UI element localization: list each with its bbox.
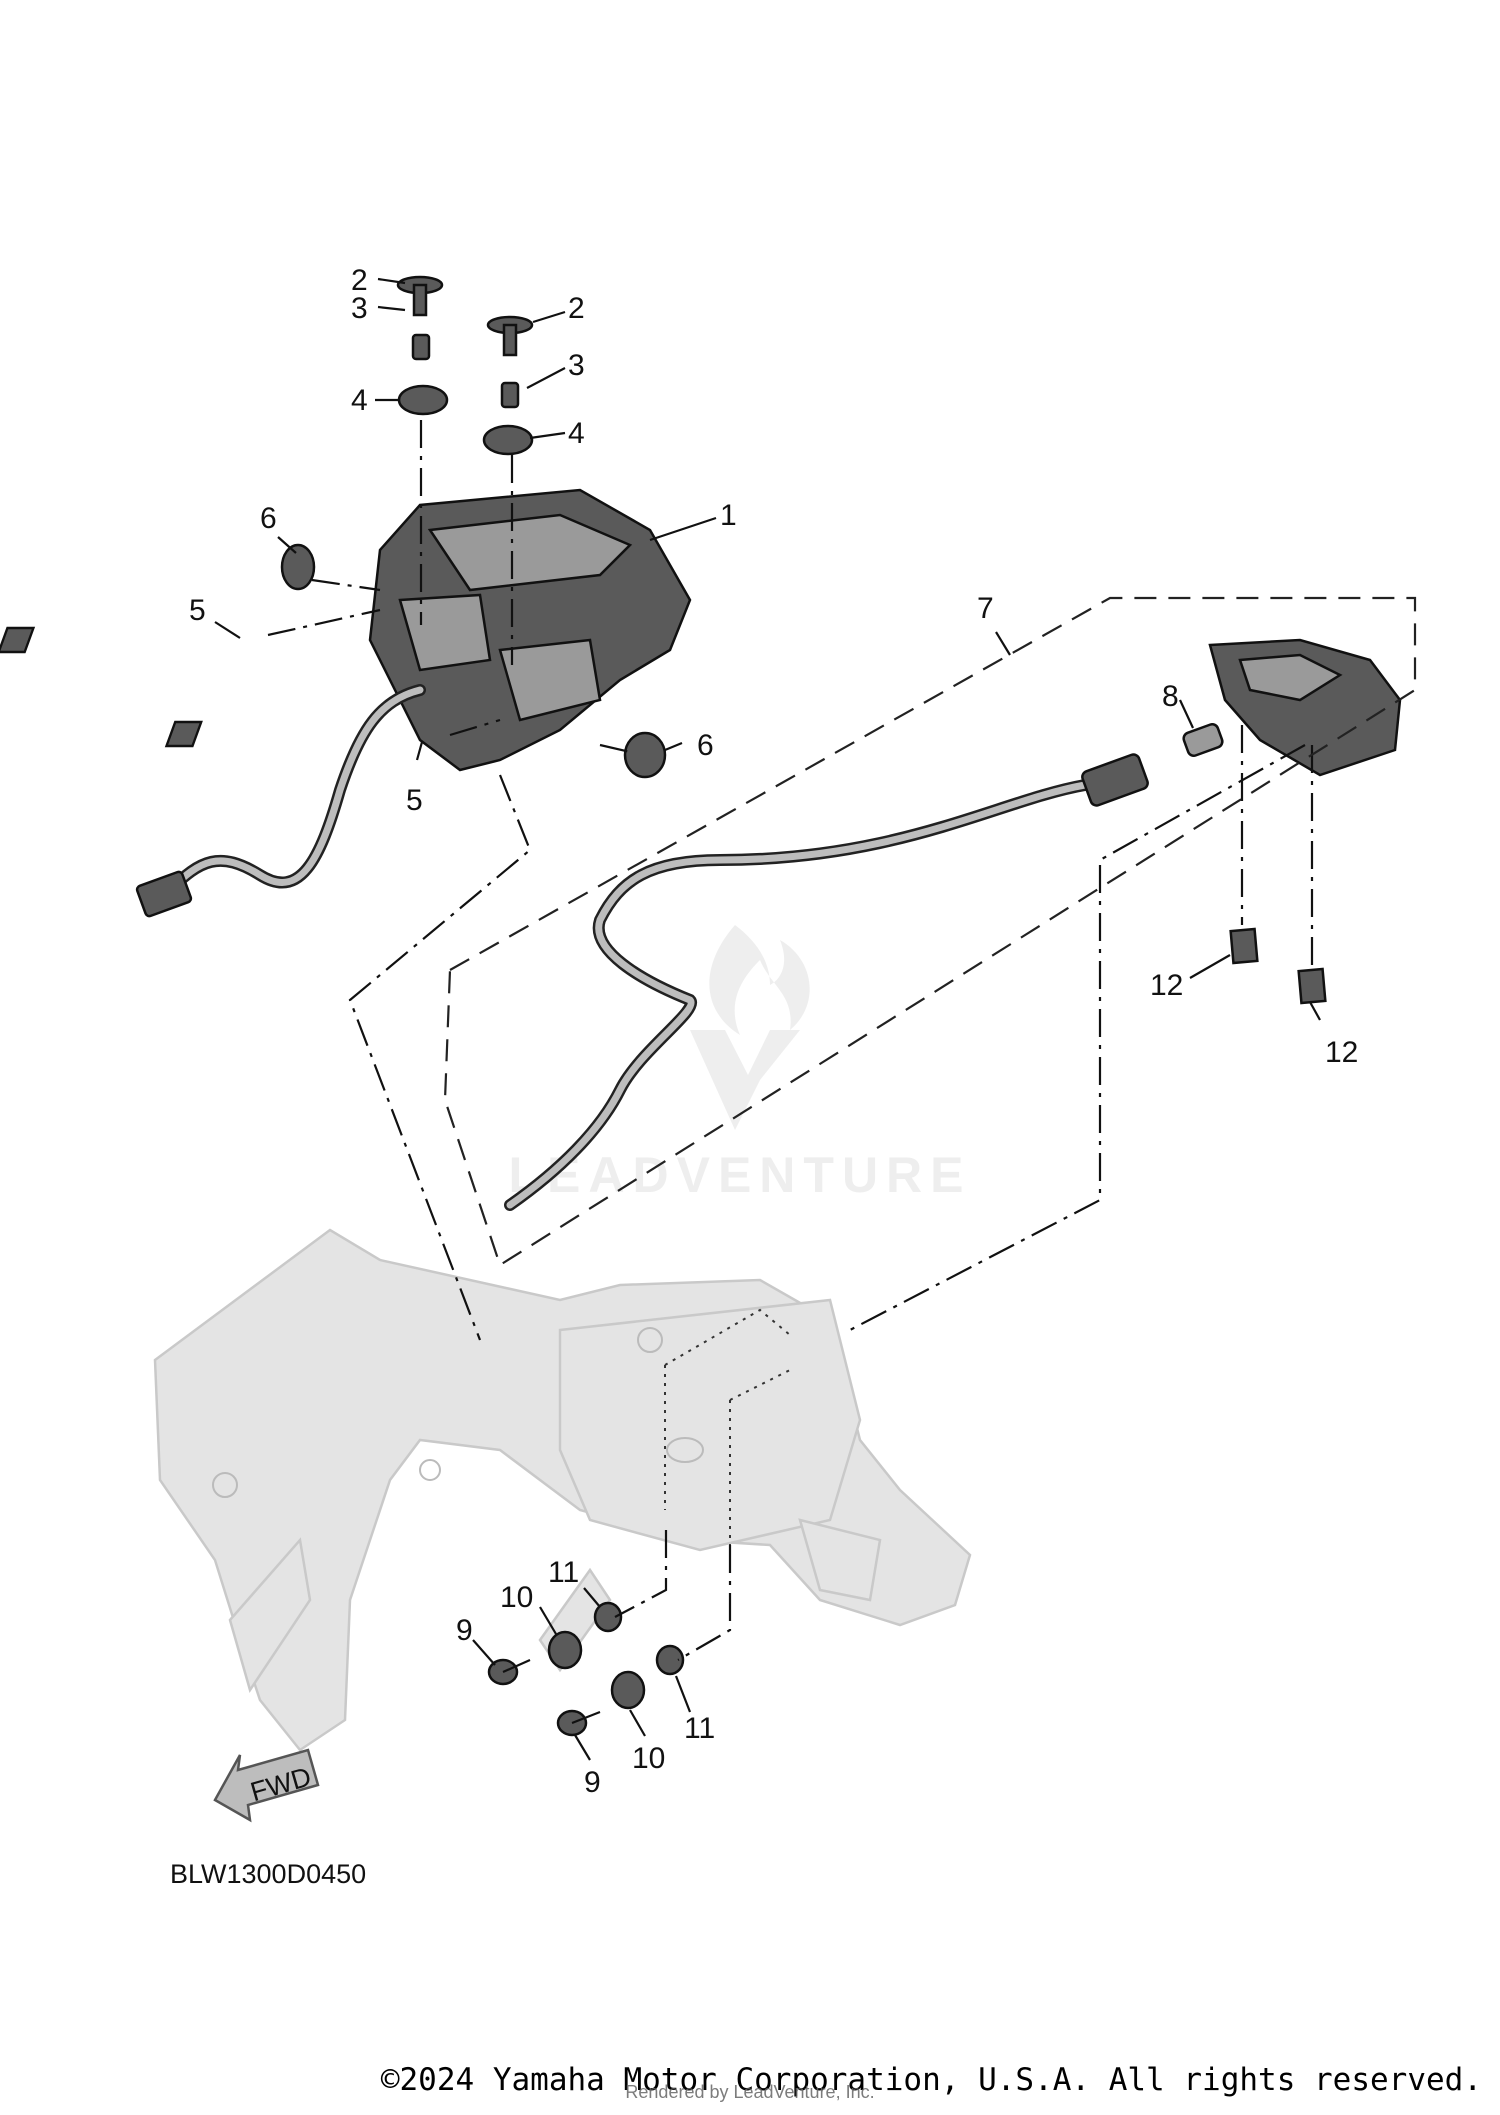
callout-3-right: 3 (568, 349, 585, 382)
rendered-by-notice: Rendered by LeadVenture, Inc. (625, 2082, 875, 2102)
callout-leaders (214, 277, 1321, 1761)
callout-10-bottom: 10 (632, 1742, 665, 1775)
callout-4-left: 4 (351, 384, 368, 417)
callout-6-right: 6 (697, 729, 714, 762)
callout-11-left: 11 (548, 1556, 579, 1589)
callout-9-bottom: 9 (584, 1766, 601, 1799)
callout-2-right: 2 (568, 292, 585, 325)
callout-4-right: 4 (568, 417, 585, 450)
small-hardware (0, 275, 1327, 1737)
callout-5-left: 5 (189, 594, 206, 627)
callout-1: 1 (720, 499, 737, 532)
license-light-cover (1208, 638, 1402, 777)
callout-10-left: 10 (500, 1581, 533, 1614)
tail-light-harness (135, 684, 426, 918)
socket-icon (1081, 753, 1149, 807)
bulb-icon (1182, 723, 1224, 757)
callout-2-left: 2 (351, 264, 368, 297)
license-light-harness (504, 723, 1224, 1211)
assembly-lines (267, 420, 1417, 1661)
callout-3-left: 3 (351, 292, 368, 325)
callout-12-left: 12 (1150, 969, 1183, 1002)
callout-5-bottom: 5 (406, 784, 423, 817)
connector-icon (135, 870, 193, 918)
callout-9-left: 9 (456, 1614, 473, 1647)
callout-8: 8 (1162, 680, 1179, 713)
callout-7: 7 (977, 592, 994, 625)
callout-12-right: 12 (1325, 1036, 1358, 1069)
copyright-notice: ©2024 Yamaha Motor Corporation, U.S.A. A… (380, 2062, 1482, 2098)
watermark-text: LEADVENTURE (508, 1147, 971, 1203)
callout-labels: 2 3 4 2 3 4 1 6 5 5 6 7 8 12 12 9 10 11 … (189, 264, 1358, 1799)
fwd-arrow: FWD (213, 1748, 320, 1823)
callout-6-left: 6 (260, 502, 277, 535)
tail-light-assembly (368, 488, 692, 772)
diagram-code: BLW1300D0450 (170, 1859, 366, 1889)
callout-11-right: 11 (684, 1712, 715, 1745)
rear-frame (153, 1228, 972, 1752)
watermark-logo: LEADVENTURE (508, 925, 971, 1203)
